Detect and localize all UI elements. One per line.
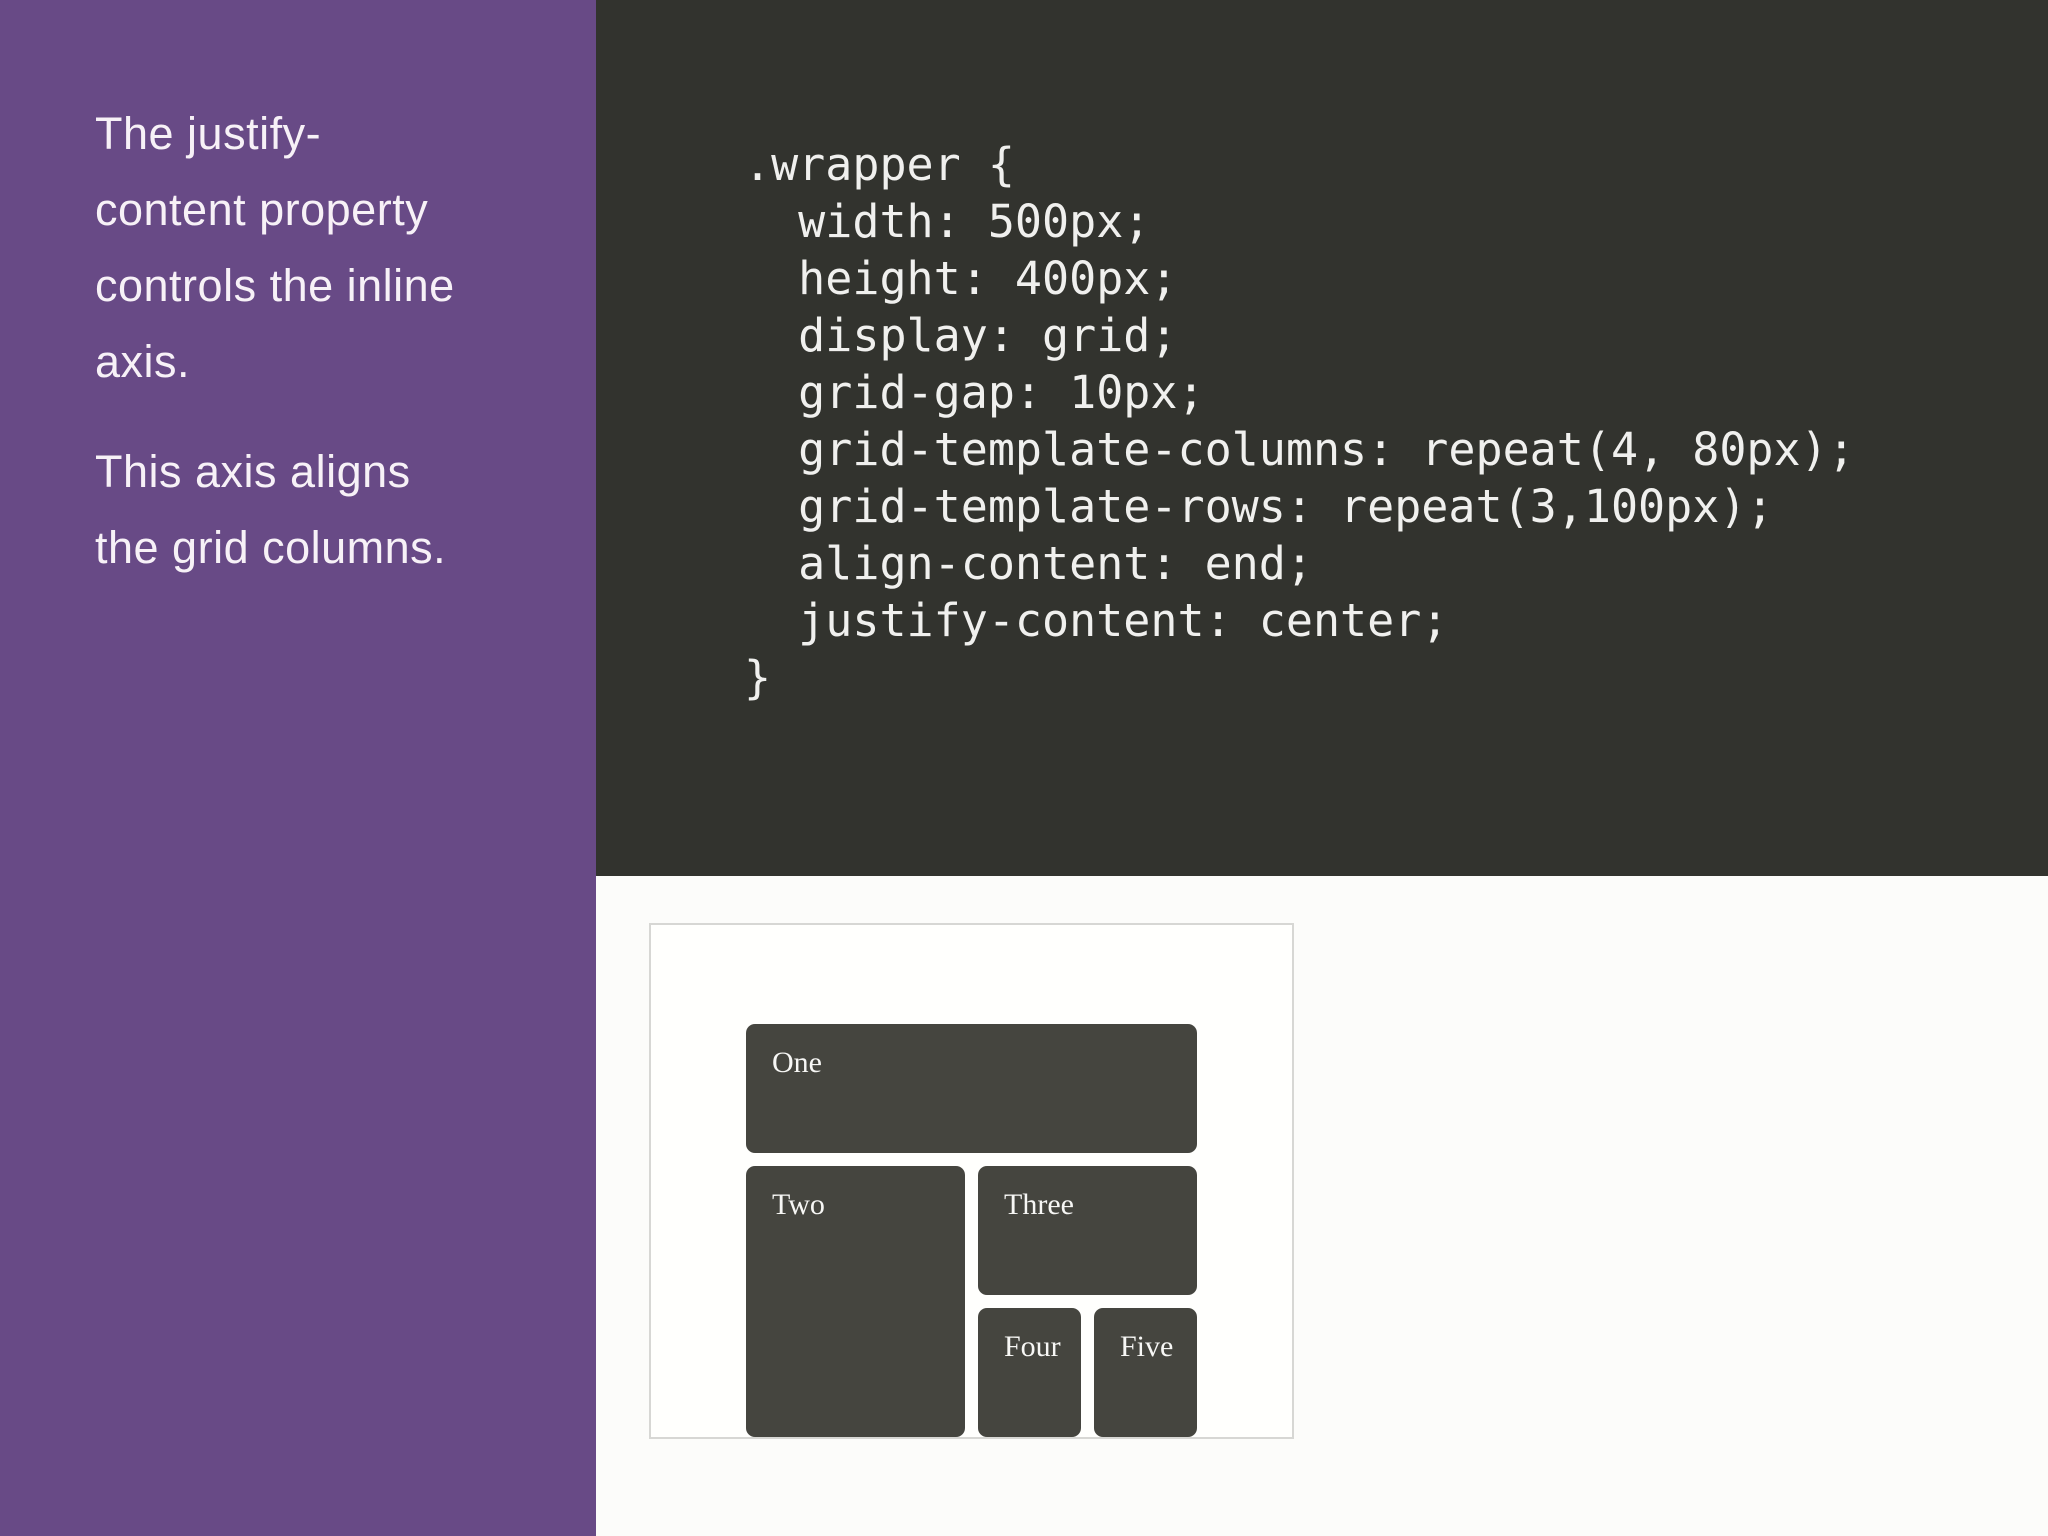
paragraph-line: This axis aligns [95,446,411,497]
paragraph-line: The justify- [95,108,322,159]
code-line-display: display: grid; [744,309,1178,362]
code-line-grid-template-rows: grid-template-rows: repeat(3,100px); [744,480,1774,533]
css-code-block: .wrapper { width: 500px; height: 400px; … [744,136,1855,706]
code-panel: .wrapper { width: 500px; height: 400px; … [596,0,2048,876]
paragraph-line: content property [95,184,429,235]
grid-item-three: Three [978,1166,1197,1295]
grid-item-four: Four [978,1308,1081,1437]
paragraph-justify-content: The justify- content property controls t… [95,96,565,400]
paragraph-line: controls the inline [95,260,455,311]
grid-item-two: Two [746,1166,965,1437]
code-line-width: width: 500px; [744,195,1151,248]
paragraph-line: the grid columns. [95,522,447,573]
paragraph-axis-aligns: This axis aligns the grid columns. [95,434,565,586]
sidebar-text-block: The justify- content property controls t… [95,96,565,620]
code-line-closing-brace: } [744,651,772,704]
grid-item-one: One [746,1024,1197,1153]
paragraph-line: axis. [95,336,191,387]
grid-item-five: Five [1094,1308,1197,1437]
code-line-justify-content: justify-content: center; [744,594,1449,647]
grid-demo-area: One Two Three Four Five [596,876,2048,1536]
code-line-align-content: align-content: end; [744,537,1313,590]
grid-wrapper-demo: One Two Three Four Five [649,923,1294,1439]
code-line-grid-gap: grid-gap: 10px; [744,366,1205,419]
code-line-grid-template-columns: grid-template-columns: repeat(4, 80px); [744,423,1855,476]
sidebar: The justify- content property controls t… [0,0,596,1536]
code-line-height: height: 400px; [744,252,1178,305]
code-line-selector: .wrapper { [744,138,1015,191]
